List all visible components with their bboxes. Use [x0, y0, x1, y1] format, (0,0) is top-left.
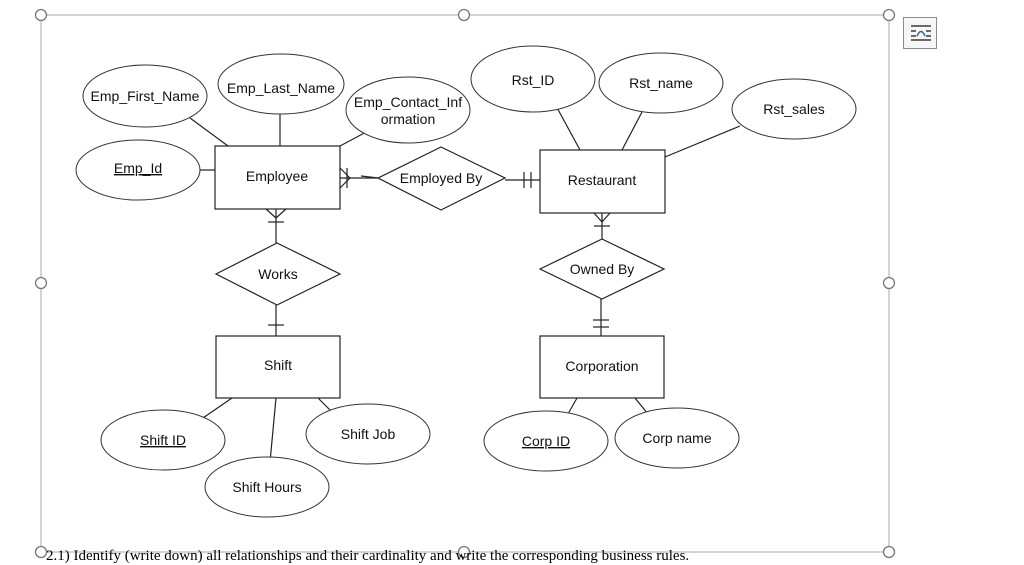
- attribute-shift-job[interactable]: Shift Job: [305, 403, 431, 465]
- resize-handle-top-center[interactable]: [457, 8, 471, 22]
- resize-handle-middle-left[interactable]: [34, 276, 48, 290]
- layout-options-button[interactable]: [903, 17, 937, 49]
- svg-text:Employee: Employee: [246, 168, 308, 184]
- svg-text:Rst_ID: Rst_ID: [512, 72, 555, 88]
- attribute-emp-contact-information[interactable]: Emp_Contact_Inf ormation: [345, 76, 471, 144]
- svg-text:Shift Hours: Shift Hours: [232, 479, 301, 495]
- svg-text:Emp_Last_Name: Emp_Last_Name: [227, 80, 335, 96]
- edge-corp-id: [567, 397, 578, 415]
- svg-text:Restaurant: Restaurant: [568, 172, 637, 188]
- question-text: 2.1) Identify (write down) all relations…: [46, 549, 690, 563]
- svg-text:Shift: Shift: [264, 357, 292, 373]
- attribute-corp-id[interactable]: Corp ID: [483, 410, 609, 472]
- svg-text:Works: Works: [258, 266, 297, 282]
- svg-text:Employed By: Employed By: [400, 170, 482, 186]
- svg-text:Emp_First_Name: Emp_First_Name: [91, 88, 200, 104]
- edge-rst-name: [621, 111, 643, 151]
- entity-employee[interactable]: Employee: [214, 145, 341, 210]
- edge-shift-hours: [269, 397, 277, 463]
- svg-text:Rst_sales: Rst_sales: [763, 101, 824, 117]
- svg-text:Corp name: Corp name: [642, 430, 711, 446]
- svg-text:Owned By: Owned By: [570, 261, 635, 277]
- svg-text:Corporation: Corporation: [565, 358, 638, 374]
- relationship-employed-by[interactable]: Employed By: [376, 146, 507, 211]
- attribute-corp-name[interactable]: Corp name: [614, 407, 740, 469]
- resize-handle-middle-right[interactable]: [882, 276, 896, 290]
- svg-text:Rst_name: Rst_name: [629, 75, 693, 91]
- entity-shift[interactable]: Shift: [215, 335, 341, 399]
- attribute-emp-id[interactable]: Emp_Id: [75, 139, 201, 201]
- entity-corporation[interactable]: Corporation: [539, 335, 665, 399]
- svg-text:ormation: ormation: [381, 111, 435, 127]
- attribute-shift-hours[interactable]: Shift Hours: [204, 456, 330, 518]
- relationship-owned-by[interactable]: Owned By: [538, 238, 666, 300]
- edge-shift-job: [317, 397, 331, 411]
- resize-handle-bottom-right[interactable]: [882, 545, 896, 559]
- resize-handle-top-left[interactable]: [34, 8, 48, 22]
- edge-shift-id: [199, 397, 233, 421]
- edge-emp-first-name: [189, 117, 229, 147]
- svg-text:Emp_Contact_Inf: Emp_Contact_Inf: [354, 94, 462, 110]
- edge-corp-name: [634, 397, 649, 415]
- resize-handle-bottom-center[interactable]: [457, 545, 471, 559]
- edge-rst-id: [554, 103, 581, 151]
- svg-text:Corp ID: Corp ID: [522, 433, 570, 449]
- svg-text:Shift Job: Shift Job: [341, 426, 396, 442]
- resize-handle-top-right[interactable]: [882, 8, 896, 22]
- resize-handle-bottom-left[interactable]: [34, 545, 48, 559]
- attribute-emp-first-name[interactable]: Emp_First_Name: [82, 64, 208, 128]
- relationship-works[interactable]: Works: [214, 242, 342, 306]
- attribute-emp-last-name[interactable]: Emp_Last_Name: [217, 53, 345, 115]
- attribute-rst-id[interactable]: Rst_ID: [470, 45, 596, 113]
- edge-rst-sales: [664, 125, 741, 158]
- svg-text:Shift ID: Shift ID: [140, 432, 186, 448]
- attribute-shift-id[interactable]: Shift ID: [100, 409, 226, 471]
- layout-options-icon: [911, 25, 931, 41]
- entity-restaurant[interactable]: Restaurant: [539, 149, 666, 214]
- svg-text:Emp_Id: Emp_Id: [114, 160, 162, 176]
- attribute-rst-sales[interactable]: Rst_sales: [731, 78, 857, 140]
- attribute-rst-name[interactable]: Rst_name: [598, 52, 724, 114]
